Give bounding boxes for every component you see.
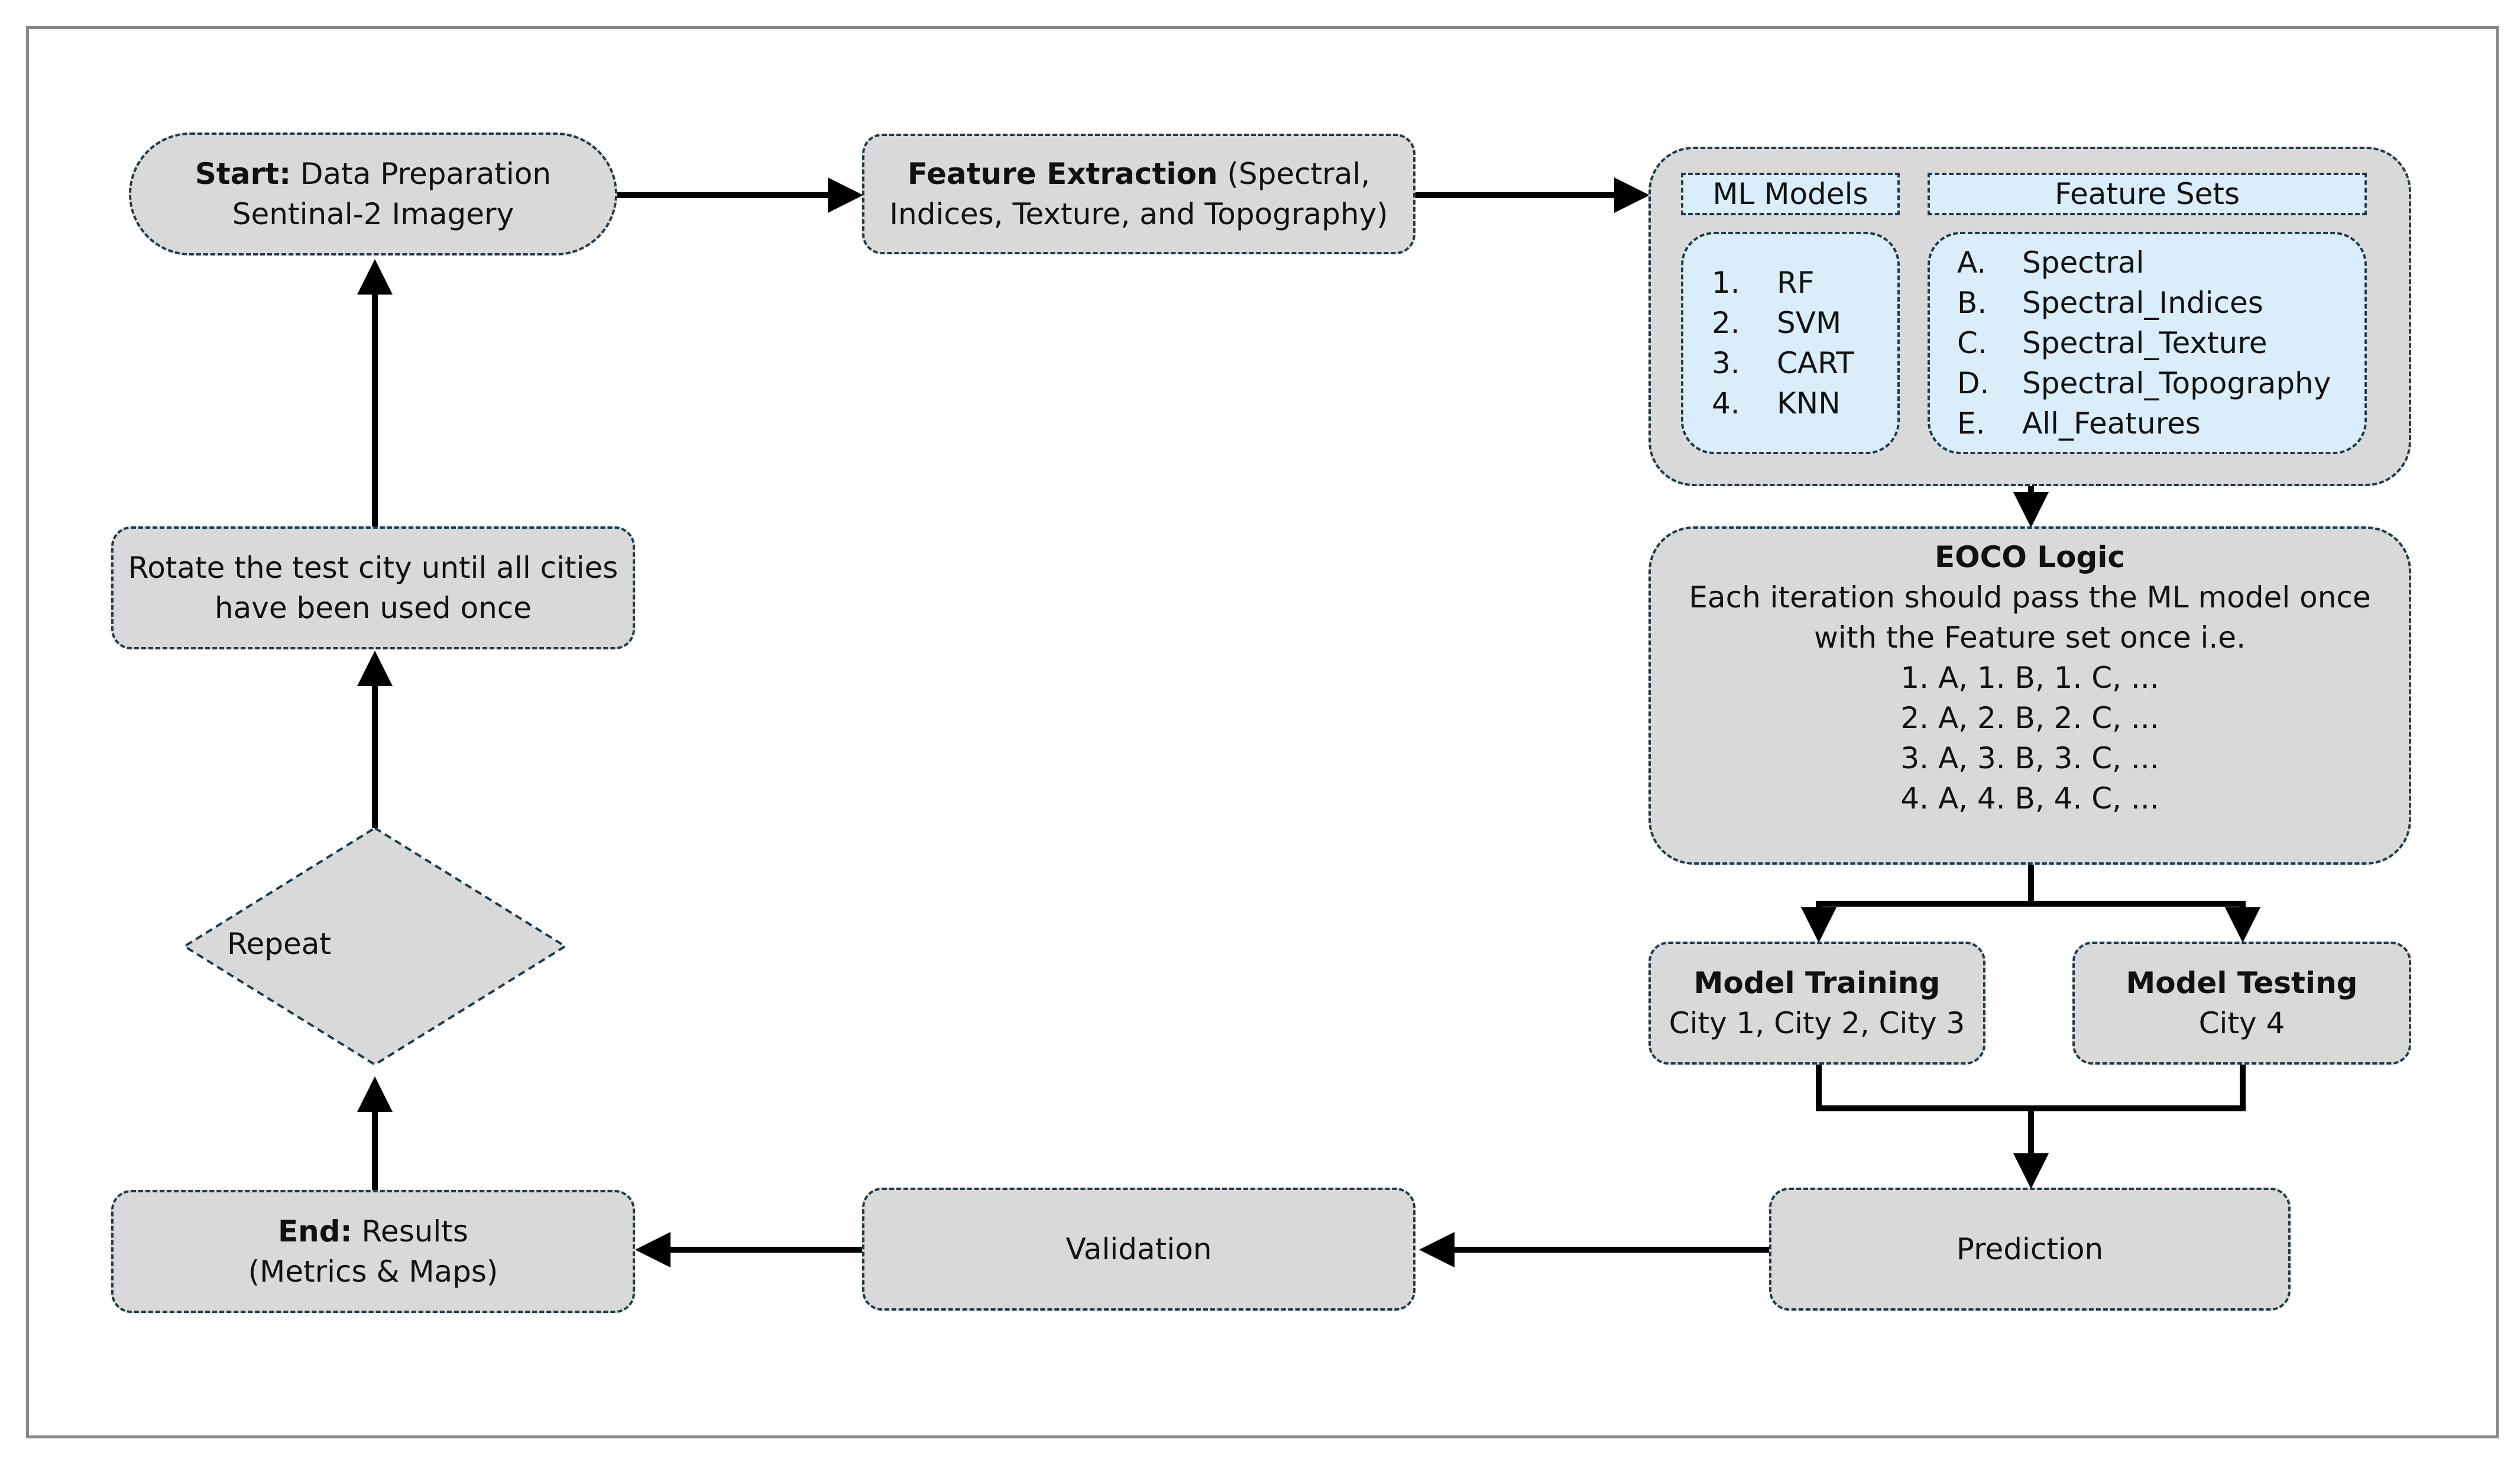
eoco-line: Each iteration should pass the ML model … xyxy=(1689,580,2371,615)
start-bold-label: Start: xyxy=(195,157,291,191)
feature-sets-header-label: Feature Sets xyxy=(2055,177,2240,211)
feature-set-letter: A. xyxy=(1957,245,1987,280)
feature-set-letter: C. xyxy=(1957,326,1987,360)
feature-set-item: C. Spectral_Texture xyxy=(1957,323,2364,363)
connector-train-test-join xyxy=(1816,1065,2246,1111)
feature-set-letter: D. xyxy=(1957,366,1990,400)
eoco-title: EOCO Logic xyxy=(1934,540,2126,574)
repeat-diamond xyxy=(182,826,568,1066)
eoco-line: 1. A, 1. B, 1. C, ... xyxy=(1900,661,2159,695)
connector-eoco-split xyxy=(1801,865,2034,943)
eoco-line: 2. A, 2. B, 2. C, ... xyxy=(1900,701,2159,735)
feature-set-label: Spectral_Topography xyxy=(2022,366,2331,400)
feature-extraction-line2: Indices, Texture, and Topography) xyxy=(889,197,1388,231)
feature-set-label: All_Features xyxy=(2022,406,2201,441)
repeat-label: Repeat xyxy=(226,927,331,961)
ml-model-number: 3. xyxy=(1712,346,1740,380)
ml-model-label: SVM xyxy=(1777,306,1842,340)
prediction-node: Prediction xyxy=(1769,1188,2291,1311)
rotate-line2: have been used once xyxy=(214,591,532,625)
ml-model-label: KNN xyxy=(1777,386,1841,421)
rotate-line1: Rotate the test city until all cities xyxy=(128,551,618,585)
feature-sets-header: Feature Sets xyxy=(1928,173,2367,215)
end-line2: (Metrics & Maps) xyxy=(248,1254,498,1289)
ml-model-number: 4. xyxy=(1712,386,1740,421)
validation-node: Validation xyxy=(862,1188,1416,1311)
end-line1: Results xyxy=(352,1214,468,1249)
feature-set-label: Spectral_Texture xyxy=(2022,326,2268,360)
feature-set-label: Spectral xyxy=(2022,245,2145,280)
feature-extraction-node: Feature Extraction (Spectral, Indices, T… xyxy=(862,134,1416,254)
feature-extraction-line1: (Spectral, xyxy=(1217,157,1371,191)
ml-model-item: 3. CART xyxy=(1712,343,1897,383)
feature-set-label: Spectral_Indices xyxy=(2022,286,2263,320)
feature-set-letter: E. xyxy=(1957,406,1985,441)
feature-set-item: A. Spectral xyxy=(1957,242,2364,283)
ml-model-number: 2. xyxy=(1712,306,1740,340)
eoco-line: 4. A, 4. B, 4. C, ... xyxy=(1900,781,2159,816)
eoco-logic-node: EOCO Logic Each iteration should pass th… xyxy=(1648,526,2411,865)
ml-model-number: 1. xyxy=(1712,266,1740,300)
feature-sets-list: A. Spectral B. Spectral_Indices C. Spectral… xyxy=(1928,232,2367,454)
model-testing-title: Model Testing xyxy=(2126,966,2358,1000)
model-testing-node: Model Testing City 4 xyxy=(2072,942,2411,1065)
connector-eoco-split-right xyxy=(2031,901,2260,943)
ml-models-list: 1. RF 2. SVM 3. CART 4. KNN xyxy=(1681,232,1900,454)
model-training-node: Model Training City 1, City 2, City 3 xyxy=(1648,942,1985,1065)
start-node: Start: Data Preparation Sentinal-2 Image… xyxy=(129,132,617,256)
eoco-line: 3. A, 3. B, 3. C, ... xyxy=(1900,741,2159,775)
model-testing-detail: City 4 xyxy=(2198,1006,2285,1040)
eoco-line: with the Feature set once i.e. xyxy=(1814,620,2246,655)
rotate-node: Rotate the test city until all cities ha… xyxy=(111,526,635,649)
feature-set-item: E. All_Features xyxy=(1957,403,2364,444)
validation-label: Validation xyxy=(1065,1232,1212,1266)
feature-set-item: D. Spectral_Topography xyxy=(1957,363,2364,403)
ml-model-item: 2. SVM xyxy=(1712,303,1897,343)
feature-set-letter: B. xyxy=(1957,286,1987,320)
ml-models-header-label: ML Models xyxy=(1712,177,1868,211)
ml-models-header: ML Models xyxy=(1681,173,1900,215)
end-node: End: Results (Metrics & Maps) xyxy=(111,1190,635,1313)
model-training-title: Model Training xyxy=(1693,966,1941,1000)
ml-model-item: 1. RF xyxy=(1712,263,1897,303)
start-line2: Sentinal-2 Imagery xyxy=(232,197,514,231)
start-line1: Data Preparation xyxy=(291,157,552,191)
model-training-detail: City 1, City 2, City 3 xyxy=(1669,1006,1965,1040)
ml-model-item: 4. KNN xyxy=(1712,383,1897,423)
ml-model-label: RF xyxy=(1777,266,1815,300)
ml-model-label: CART xyxy=(1777,346,1854,380)
end-bold-label: End: xyxy=(278,1214,352,1249)
feature-set-item: B. Spectral_Indices xyxy=(1957,283,2364,323)
prediction-label: Prediction xyxy=(1956,1232,2104,1266)
feature-extraction-bold: Feature Extraction xyxy=(907,157,1218,191)
